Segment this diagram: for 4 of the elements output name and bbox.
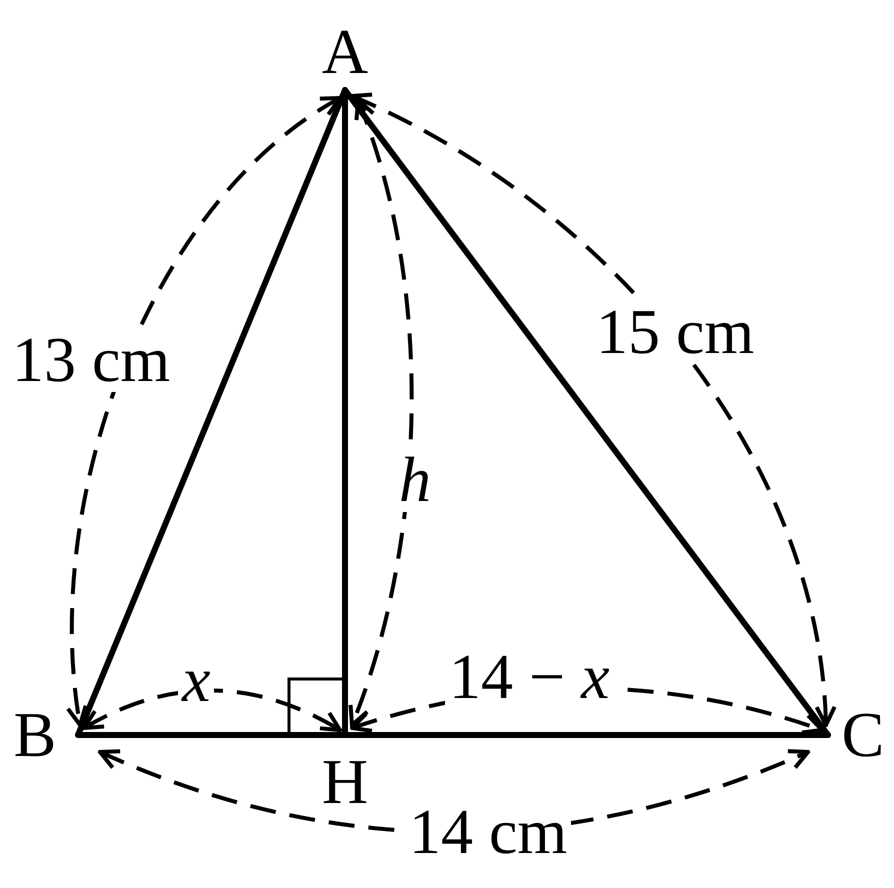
- vertex-label: C: [832, 700, 894, 770]
- vertex-label: A: [310, 18, 380, 86]
- vertex-label: B: [0, 700, 70, 770]
- vertex-label: H: [310, 748, 380, 816]
